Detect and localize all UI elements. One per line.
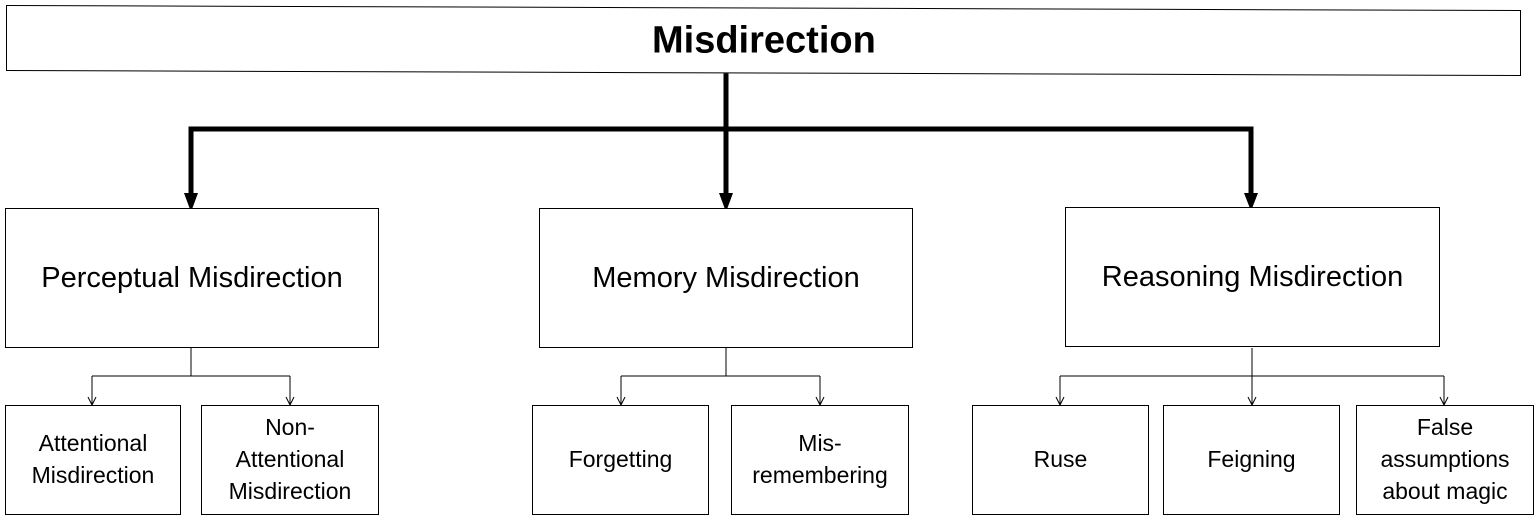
leaf-label: Mis- remembering [752,430,888,488]
leaf-misremembering: Mis- remembering [731,405,909,515]
memory-connectors [616,348,825,407]
category-perceptual-misdirection: Perceptual Misdirection [5,208,379,348]
arrowhead-memory [719,193,733,212]
leaf-ruse: Ruse [972,405,1149,515]
leaf-false-assumptions-about-magic: False assumptions about magic [1356,405,1534,515]
category-reasoning-misdirection: Reasoning Misdirection [1065,207,1440,347]
arrowhead-reasoning [1244,193,1258,211]
category-label: Perceptual Misdirection [41,261,343,294]
leaf-label: Feigning [1207,446,1296,473]
reasoning-connectors [1055,348,1449,407]
leaf-label: False assumptions about magic [1380,414,1510,504]
leaf-feigning: Feigning [1163,405,1340,515]
category-label: Reasoning Misdirection [1101,260,1404,293]
leaf-label: Non- Attentional Misdirection [228,414,352,504]
leaf-forgetting: Forgetting [532,405,709,515]
root-arrowheads [184,193,1258,212]
arrowhead-perceptual [184,193,198,212]
leaf-non-attentional-misdirection: Non- Attentional Misdirection [201,405,379,515]
root-node-misdirection: Misdirection [6,5,1521,77]
leaf-label: Attentional Misdirection [31,430,155,488]
category-memory-misdirection: Memory Misdirection [539,208,913,348]
root-label: Misdirection [651,19,876,62]
leaf-label: Forgetting [568,446,673,473]
leaf-attentional-misdirection: Attentional Misdirection [5,405,181,515]
perceptual-connectors [87,348,295,407]
leaf-label: Ruse [1033,446,1088,473]
category-label: Memory Misdirection [592,261,860,294]
root-connectors [188,65,1254,199]
